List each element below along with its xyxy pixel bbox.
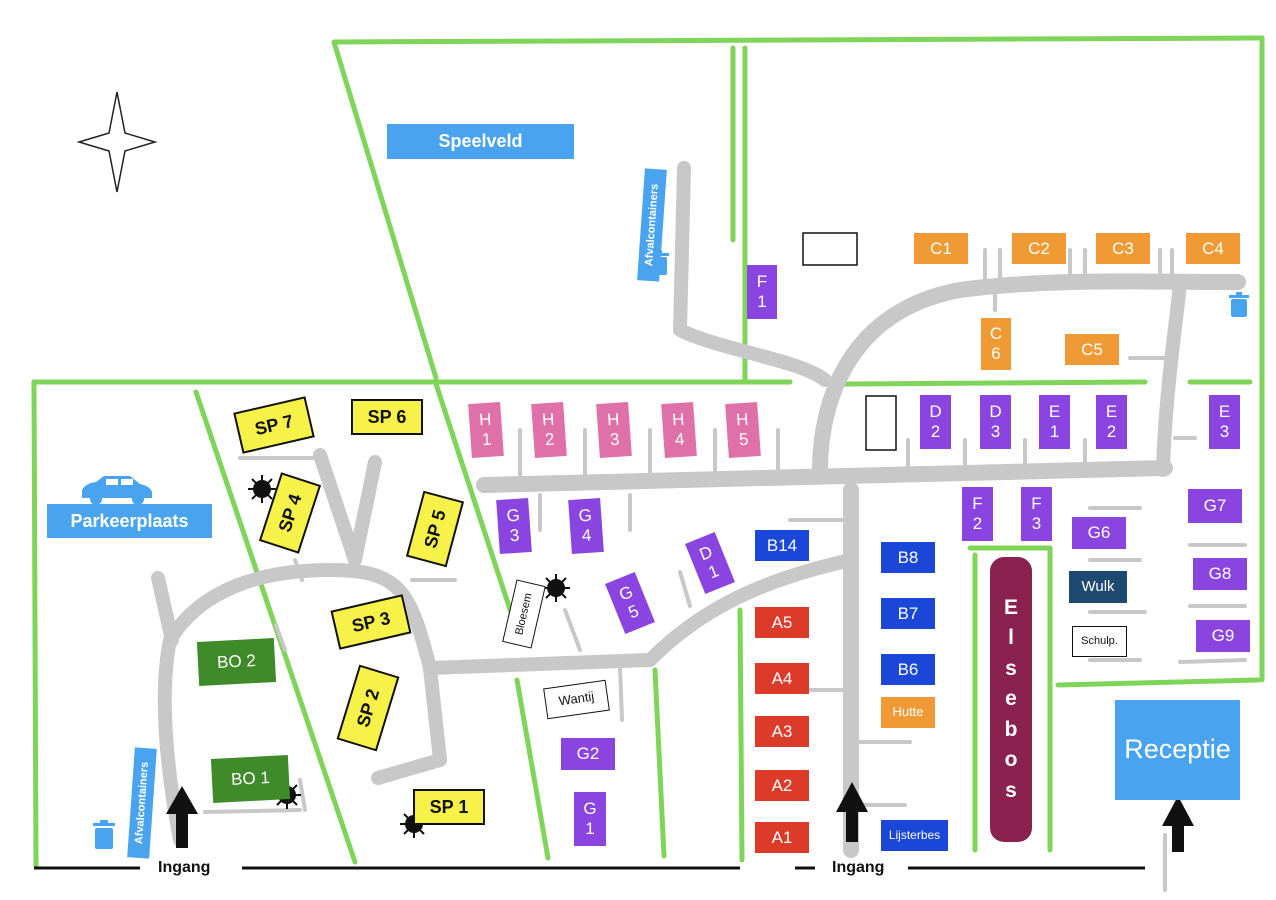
arrow-up-icon (836, 782, 868, 842)
plot-f1[interactable]: F 1 (747, 265, 777, 319)
plot-sp1[interactable]: SP 1 (413, 789, 485, 825)
plot-g7[interactable]: G7 (1188, 489, 1242, 523)
plot-h2[interactable]: H 2 (531, 401, 567, 459)
sun-icon (248, 475, 276, 503)
plot-b8[interactable]: B8 (881, 542, 935, 573)
plot-e2[interactable]: E 2 (1096, 395, 1127, 449)
plot-connectors (203, 248, 1247, 892)
plot-sp6[interactable]: SP 6 (351, 399, 423, 435)
plot-c4[interactable]: C4 (1186, 233, 1240, 264)
outline-plot (802, 232, 858, 266)
trash-icon (1229, 292, 1249, 317)
plot-g6[interactable]: G6 (1072, 517, 1126, 549)
hedge-lines (31, 35, 1265, 869)
sun-icon (542, 574, 570, 602)
outline-plot (865, 395, 897, 451)
plot-h4[interactable]: H 4 (661, 401, 697, 459)
entrance-label: Ingang (158, 859, 211, 876)
plot-b14[interactable]: B14 (755, 530, 809, 561)
plot-a3[interactable]: A3 (755, 716, 809, 747)
plot-c5[interactable]: C5 (1065, 334, 1119, 365)
plot-c6[interactable]: C 6 (981, 318, 1011, 370)
plot-h5[interactable]: H 5 (725, 401, 761, 459)
plot-e1[interactable]: E 1 (1039, 395, 1070, 449)
plot-a4[interactable]: A4 (755, 663, 809, 694)
plot-a1[interactable]: A1 (755, 822, 809, 853)
plot-c2[interactable]: C2 (1012, 233, 1066, 264)
plot-c1[interactable]: C1 (914, 233, 968, 264)
plot-g9[interactable]: G9 (1196, 620, 1250, 652)
plot-g2[interactable]: G2 (561, 738, 615, 770)
plot-g1[interactable]: G 1 (574, 792, 606, 846)
entrance-label: Ingang (832, 859, 885, 876)
arrow-up-icon (166, 786, 198, 848)
plot-h1[interactable]: H 1 (468, 401, 504, 459)
footpaths (151, 161, 1246, 858)
plot-lijsterbes[interactable]: Lijsterbes (881, 820, 948, 851)
plot-g8[interactable]: G8 (1193, 558, 1247, 590)
plot-f3[interactable]: F 3 (1021, 487, 1052, 541)
car-icon (82, 476, 152, 505)
plot-b6[interactable]: B6 (881, 654, 935, 685)
plot-hutte[interactable]: Hutte (881, 697, 935, 728)
arrow-up-icon (1162, 796, 1194, 852)
plot-g3[interactable]: G 3 (496, 497, 532, 555)
speelveld-label: Speelveld (387, 124, 574, 159)
plot-bo2[interactable]: BO 2 (196, 638, 277, 686)
parkeerplaats-label: Parkeerplaats (47, 504, 212, 538)
plot-d3[interactable]: D 3 (980, 395, 1011, 449)
plot-e3[interactable]: E 3 (1209, 395, 1240, 449)
trash-icon (93, 820, 115, 849)
plot-bo1[interactable]: BO 1 (210, 755, 291, 803)
plot-d2[interactable]: D 2 (920, 395, 951, 449)
plot-schulp[interactable]: Schulp. (1072, 626, 1127, 657)
plot-c3[interactable]: C3 (1096, 233, 1150, 264)
compass-icon (76, 91, 158, 193)
plot-b7[interactable]: B7 (881, 598, 935, 629)
plot-g4[interactable]: G 4 (568, 497, 604, 555)
plot-a5[interactable]: A5 (755, 607, 809, 638)
plot-wulk[interactable]: Wulk (1069, 571, 1127, 603)
plot-h3[interactable]: H 3 (596, 401, 632, 459)
plot-f2[interactable]: F 2 (962, 487, 993, 541)
plot-a2[interactable]: A2 (755, 770, 809, 801)
receptie-label[interactable]: Receptie (1115, 700, 1240, 800)
